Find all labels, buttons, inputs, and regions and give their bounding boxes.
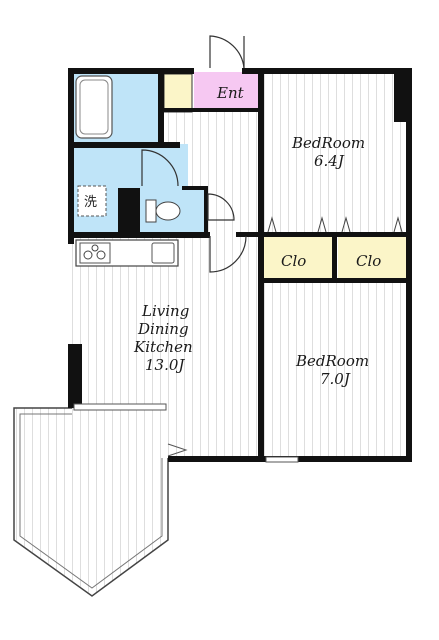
ldk-line2: Dining (137, 320, 189, 338)
bedroom1-floor (262, 72, 408, 232)
stove-icon (79, 242, 111, 264)
entrance-label: Ent (216, 84, 245, 102)
sink-icon (151, 242, 175, 264)
closet-doors (267, 216, 403, 233)
bedroom2-size: 7.0J (320, 370, 351, 388)
bedroom2-floor (262, 282, 408, 458)
ldk-line3: Kitchen (133, 338, 193, 356)
bedroom1-name: BedRoom (291, 134, 365, 152)
closet-2 (338, 236, 408, 278)
ldk-line1: Living (141, 302, 189, 320)
shoe-cabinet (163, 73, 193, 113)
windows (73, 403, 299, 463)
bedroom1-size: 6.4J (314, 152, 345, 170)
entrance-floor (194, 72, 260, 112)
inner-walls (68, 68, 410, 458)
ldk-floor (72, 236, 260, 458)
closet2-label: Clo (356, 252, 381, 270)
washer-icon (77, 185, 107, 217)
closet-1 (262, 236, 334, 278)
bedroom2-name: BedRoom (295, 352, 369, 370)
ldk-size: 13.0J (145, 356, 185, 374)
closet1-label: Clo (281, 252, 306, 270)
toilet-icon (145, 199, 181, 223)
doors (141, 35, 247, 273)
washer-label: 洗 (84, 195, 97, 210)
bathtub-icon (75, 75, 113, 139)
